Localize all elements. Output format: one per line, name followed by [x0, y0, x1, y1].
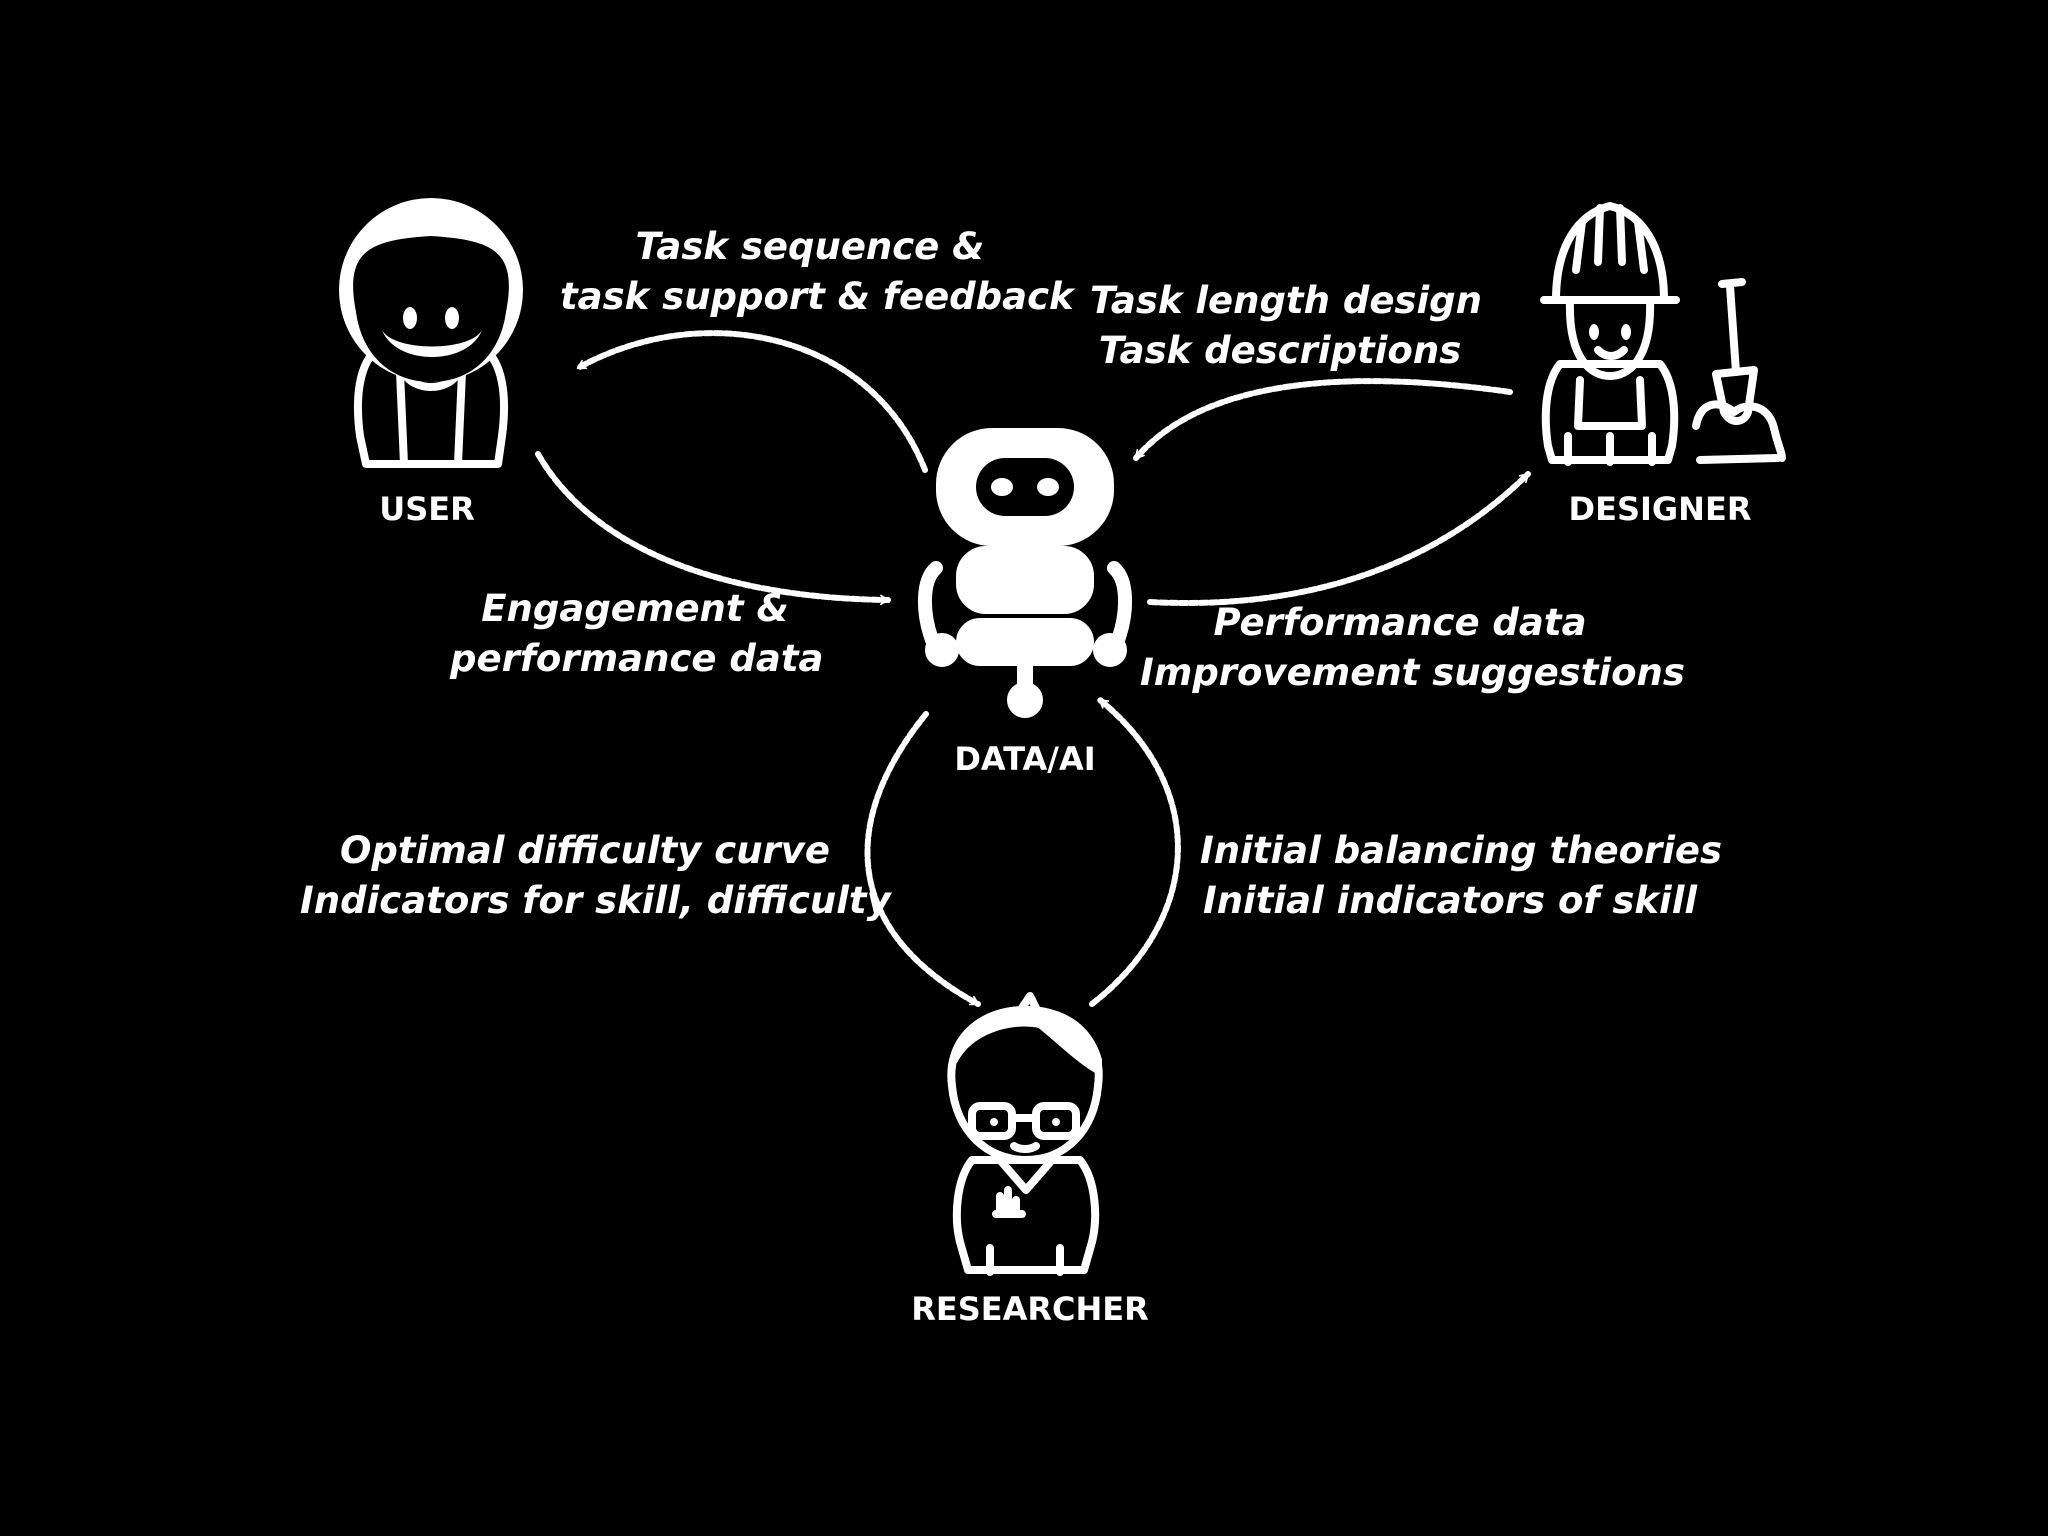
node-label-designer: DESIGNER: [1568, 490, 1752, 528]
designer-figure-icon: [1540, 202, 1786, 466]
arrow-ai-to-researcher: [864, 711, 981, 1007]
arrow-researcher-to-ai: [1089, 697, 1181, 1007]
edge-label-line: Task descriptions: [1098, 329, 1462, 372]
edge-label-ai-to-user: Task sequence & task support & feedback: [560, 222, 1074, 322]
researcher-figure-icon: [947, 992, 1103, 1276]
user-figure-icon: [339, 198, 523, 468]
edge-label-line: Task length design: [1090, 279, 1482, 322]
arrow-user-to-ai: [535, 451, 891, 606]
edge-label-line: task support & feedback: [560, 275, 1074, 318]
edge-label-researcher-to-ai: Initial balancing theories Initial indic…: [1200, 826, 1723, 926]
edge-label-line: Initial indicators of skill: [1202, 879, 1698, 922]
edge-label-line: Performance data: [1213, 601, 1587, 644]
node-label-ai: DATA/AI: [954, 740, 1096, 778]
ai-robot-icon: [917, 428, 1133, 718]
edge-label-user-to-ai: Engagement & performance data: [450, 584, 824, 684]
edge-label-line: Task sequence &: [635, 225, 985, 268]
edge-label-line: Optimal difficulty curve: [339, 829, 831, 872]
edge-label-designer-to-ai: Task length design Task descriptions: [1090, 276, 1482, 376]
arrow-ai-to-designer: [1147, 471, 1531, 606]
edge-label-line: performance data: [450, 637, 824, 680]
edge-label-ai-to-designer: Performance data Improvement suggestions: [1140, 598, 1685, 698]
edge-label-line: Engagement &: [481, 587, 789, 630]
arrow-ai-to-user: [575, 330, 928, 473]
edge-label-line: Improvement suggestions: [1140, 651, 1685, 694]
node-label-researcher: RESEARCHER: [911, 1290, 1149, 1328]
arrow-designer-to-ai: [1133, 378, 1513, 461]
edge-label-line: Initial balancing theories: [1200, 829, 1723, 872]
node-label-user: USER: [379, 490, 475, 528]
edge-label-ai-to-researcher: Optimal difficulty curve Indicators for …: [300, 826, 891, 926]
edge-label-line: Indicators for skill, difficulty: [300, 879, 891, 922]
